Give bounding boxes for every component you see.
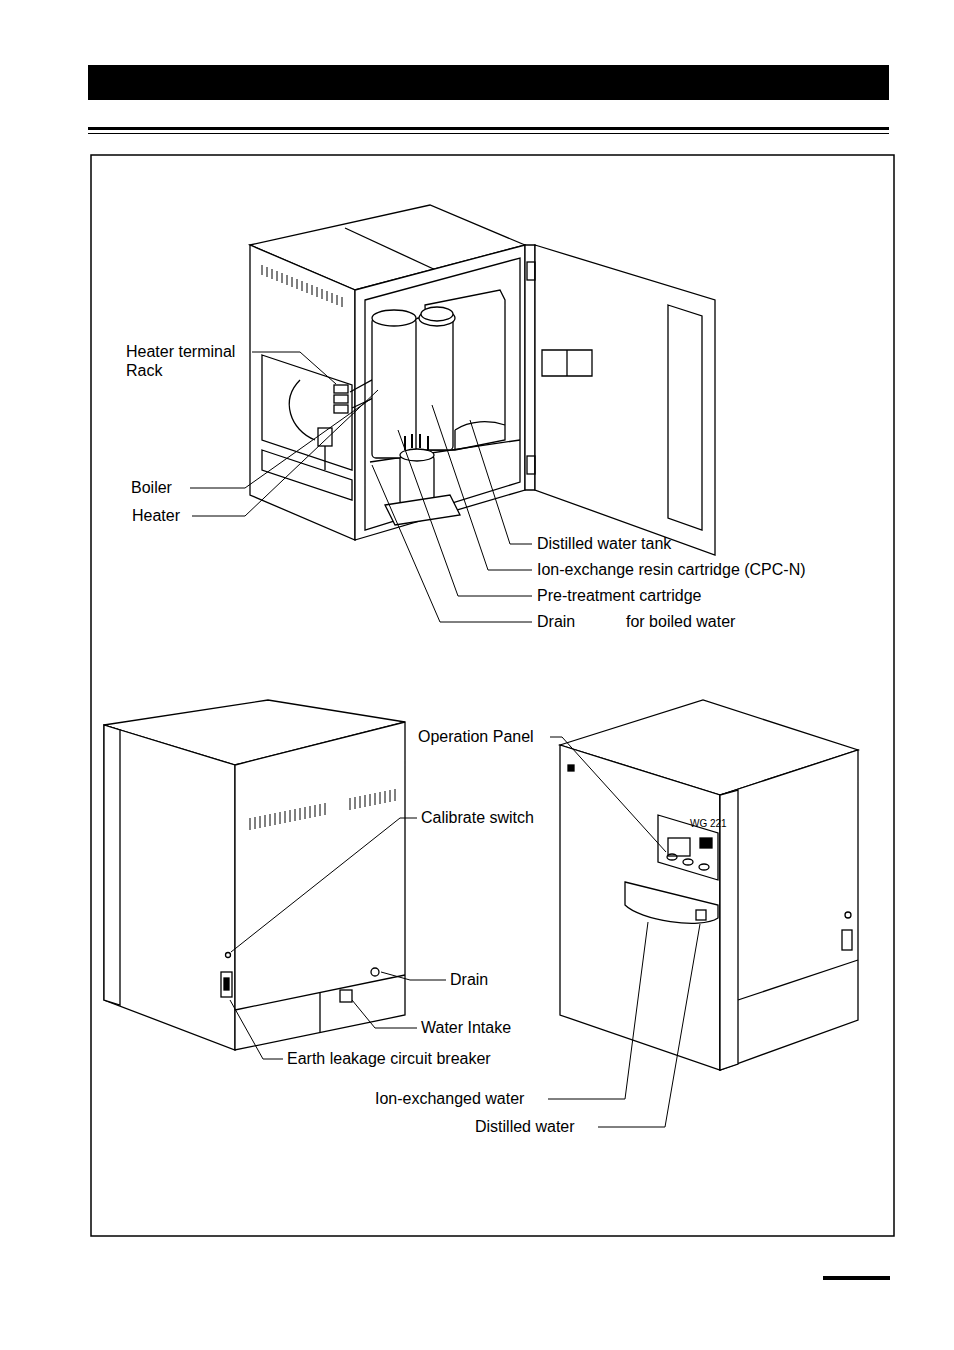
part-label: Heater terminal Rack <box>126 342 256 380</box>
part-label: Pre-treatment cartridge <box>537 586 702 605</box>
part-label: Boiler <box>131 478 172 497</box>
part-label: Calibrate switch <box>421 808 534 827</box>
part-label: for boiled water <box>626 612 735 631</box>
part-label: Distilled water <box>475 1117 575 1136</box>
part-label: Drain <box>537 612 575 631</box>
model-badge: WG 221 <box>690 818 727 830</box>
part-label: Water Intake <box>421 1018 511 1037</box>
part-label: Heater <box>132 506 180 525</box>
part-label: Earth leakage circuit breaker <box>287 1049 491 1068</box>
part-label: Distilled water tank <box>537 534 671 553</box>
part-label: Ion-exchange resin cartridge (CPC-N) <box>537 560 806 579</box>
part-label: Drain <box>450 970 488 989</box>
part-label: Operation Panel <box>418 727 534 746</box>
part-label: Ion-exchanged water <box>375 1089 524 1108</box>
